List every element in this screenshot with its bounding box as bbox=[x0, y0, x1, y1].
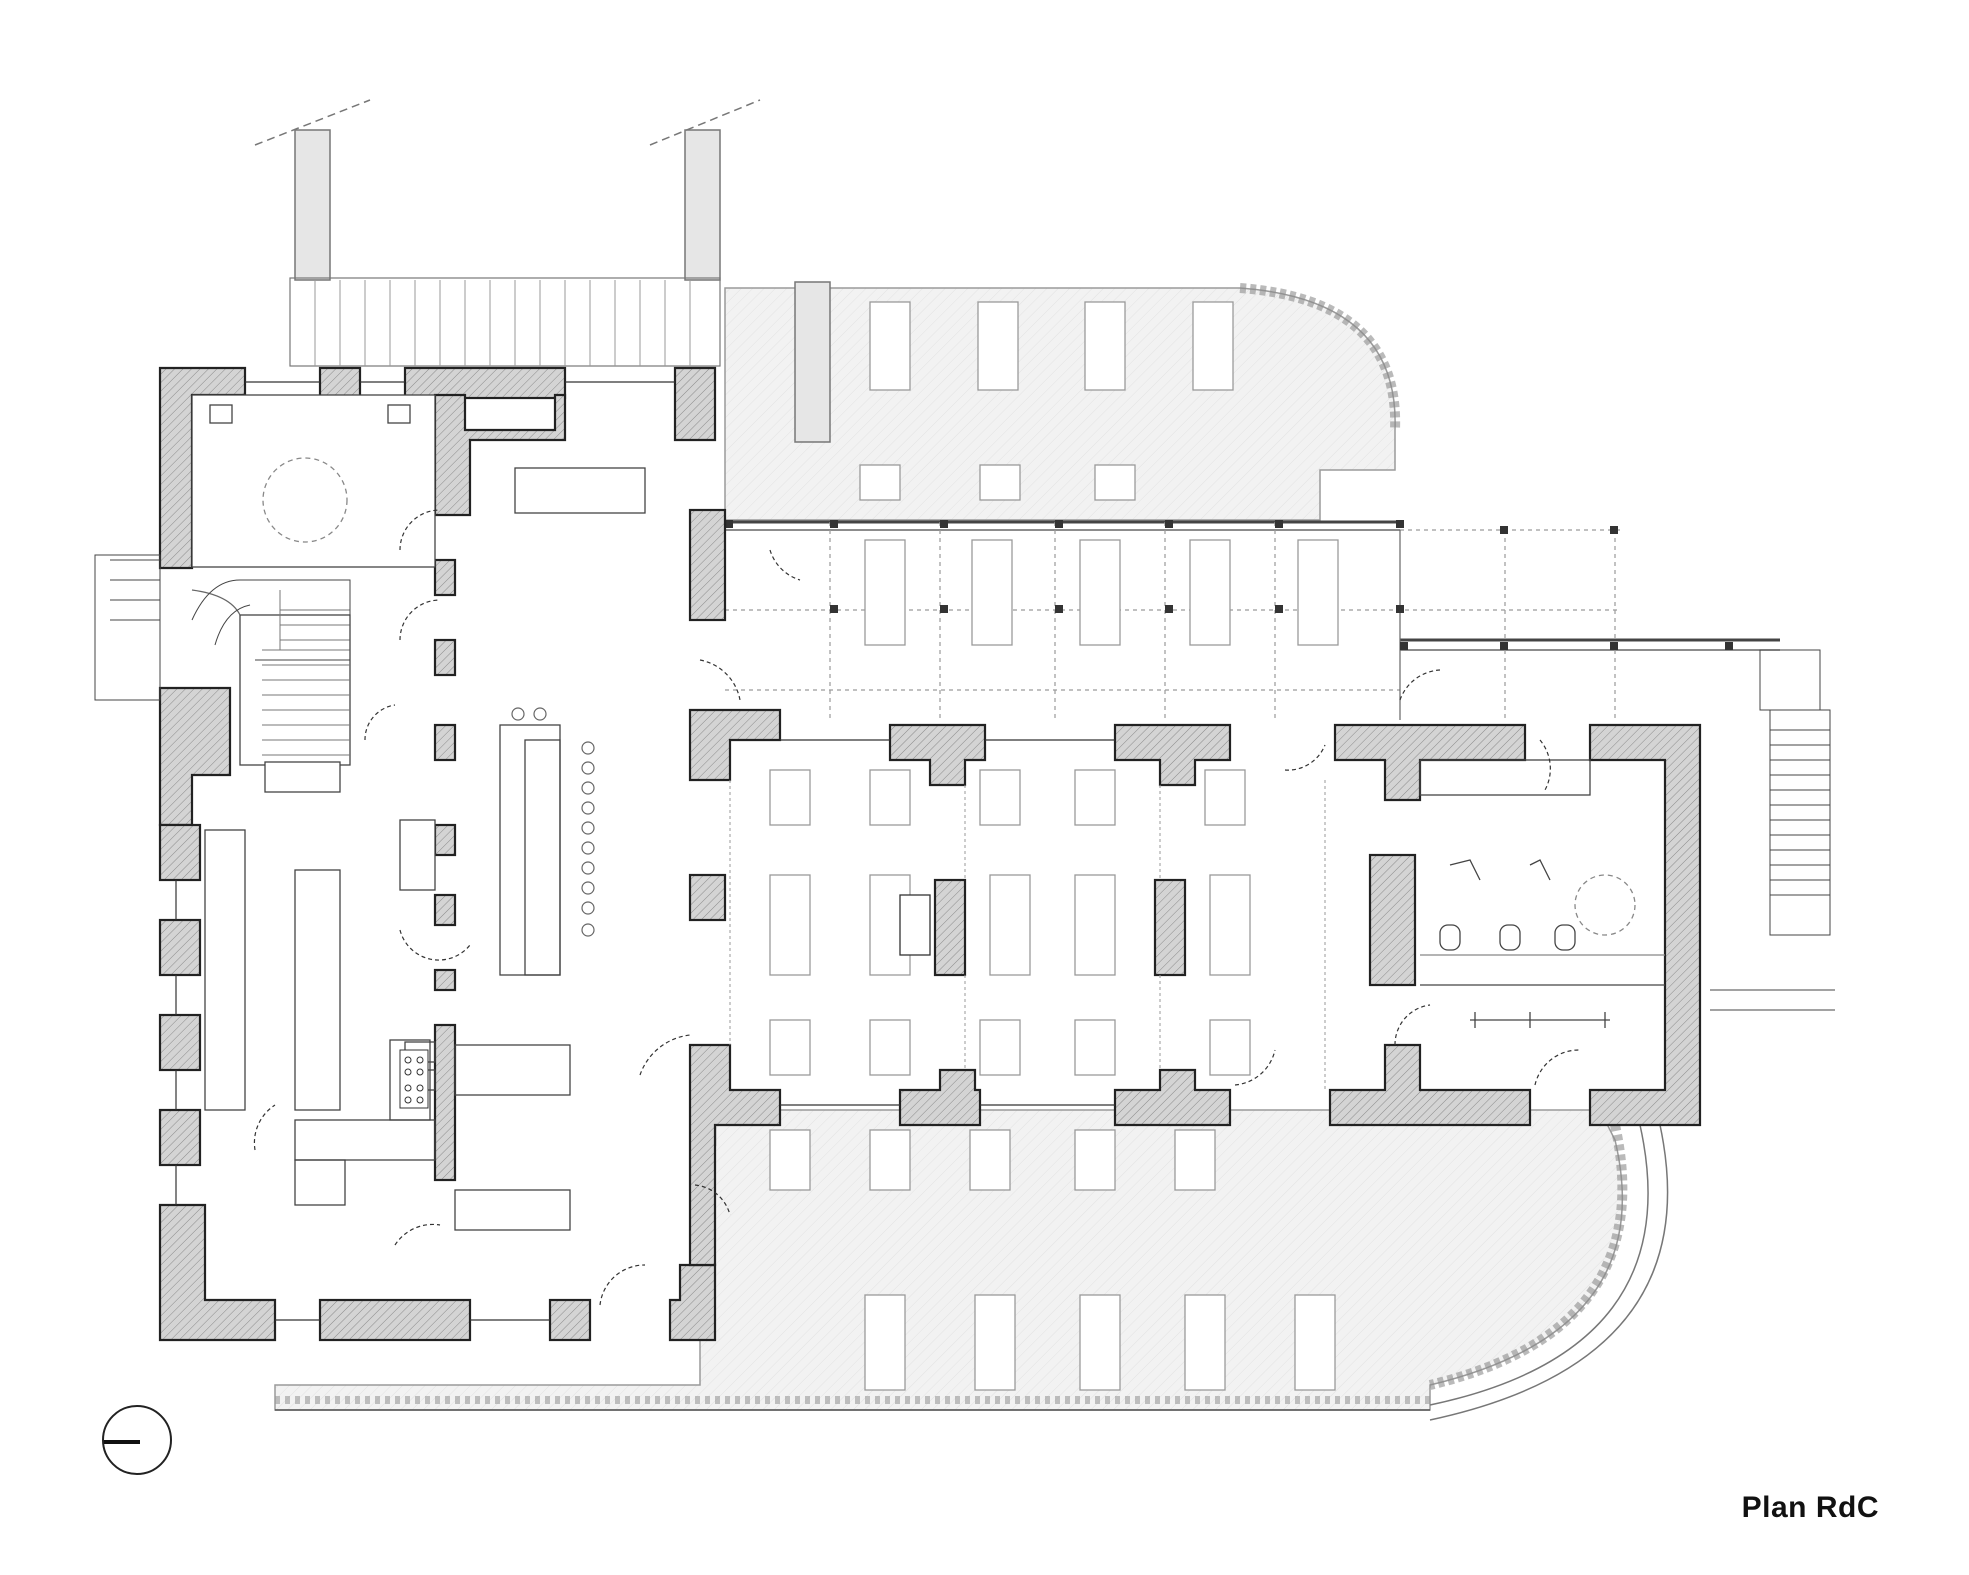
north-arrow-icon bbox=[102, 1405, 172, 1475]
bar-stools bbox=[511, 707, 595, 937]
hall-tables bbox=[769, 769, 1251, 1076]
grid-lines bbox=[729, 780, 1326, 1090]
west-block-walls bbox=[158, 366, 727, 1342]
hall-walls bbox=[688, 708, 1702, 1267]
terrace-tables-north bbox=[859, 301, 1339, 646]
exterior-stairs-west bbox=[94, 554, 161, 701]
restrooms bbox=[1419, 759, 1665, 1028]
west-interior bbox=[191, 394, 646, 1231]
interior-staircase bbox=[191, 579, 351, 661]
stone-walls-north bbox=[254, 99, 831, 443]
south-terrace bbox=[274, 1109, 1669, 1421]
door-swings bbox=[253, 509, 1581, 1306]
stove bbox=[399, 1049, 429, 1109]
pergola-posts bbox=[725, 520, 1733, 650]
window-lines bbox=[175, 381, 1115, 1321]
exterior-stairs-east bbox=[1710, 649, 1835, 1011]
north-arrow-bar bbox=[104, 1440, 140, 1444]
terrace-tables-south bbox=[769, 1129, 1336, 1391]
drawing-title: Plan RdC bbox=[1741, 1491, 1879, 1524]
